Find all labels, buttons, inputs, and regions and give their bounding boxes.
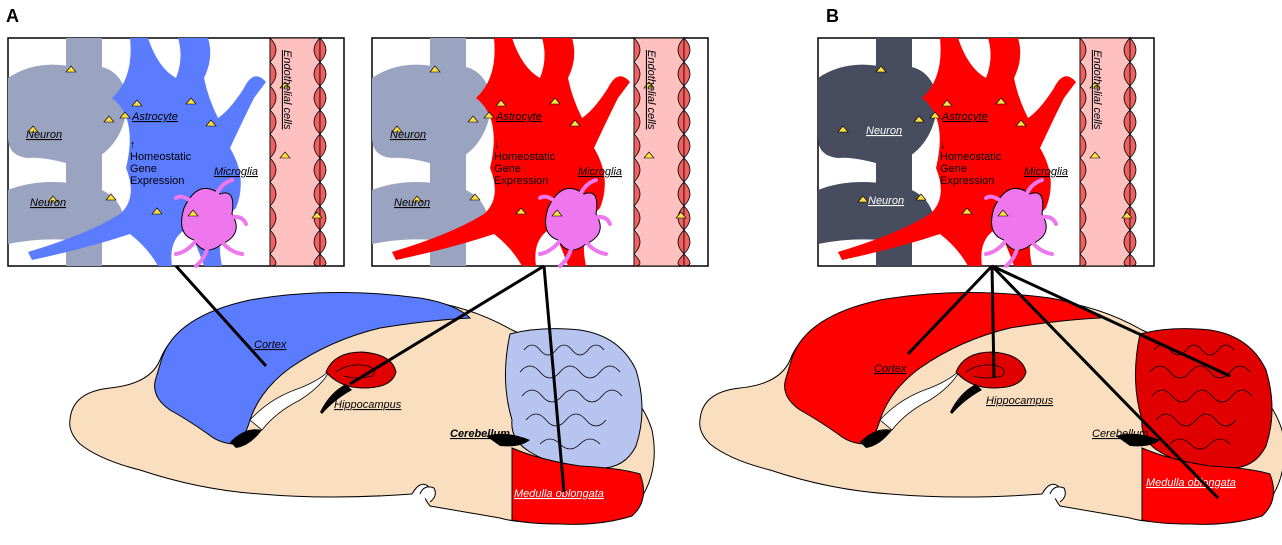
label-astrocyte: Astrocyte [495, 111, 542, 123]
label-expression-3: Expression [130, 175, 184, 187]
label-endothelial: Endothelial cells [281, 50, 293, 130]
label-medulla: Medulla oblongata [514, 488, 604, 500]
label-microglia: Microglia [1024, 166, 1068, 178]
label-microglia: Microglia [214, 166, 258, 178]
label-medulla: Medulla oblongata [1146, 477, 1236, 489]
label-astrocyte: Astrocyte [941, 111, 988, 123]
label-neuron-top: Neuron [866, 125, 902, 137]
label-neuron-bottom: Neuron [394, 197, 430, 209]
label-endothelial: Endothelial cells [645, 50, 657, 130]
label-cortex: Cortex [254, 339, 287, 351]
brain-b: Cortex Hippocampus Cerebellum Medulla ob… [700, 292, 1282, 524]
inset-a1: Neuron Neuron Astrocyte ↑ Homeostatic Ge… [8, 38, 344, 266]
label-expression-arrow: ↑ [130, 139, 136, 151]
label-neuron-bottom: Neuron [868, 195, 904, 207]
label-endothelial: Endothelial cells [1091, 50, 1103, 130]
label-microglia: Microglia [578, 166, 622, 178]
label-hippocampus: Hippocampus [334, 399, 402, 411]
endothelial-strip [1080, 38, 1130, 266]
inset-a2: Neuron Neuron Astrocyte ↓ Homeostatic Ge… [372, 38, 708, 266]
label-hippocampus: Hippocampus [986, 395, 1054, 407]
label-expression-1: Homeostatic [494, 151, 556, 163]
panel-letter-a: A [6, 6, 19, 26]
label-expression-arrow: ↓ [940, 139, 946, 151]
brain-a: Cortex Hippocampus Cerebellum Medulla ob… [70, 292, 655, 524]
label-cerebellum: Cerebellum [450, 428, 510, 440]
label-neuron-top: Neuron [390, 129, 426, 141]
label-expression-1: Homeostatic [940, 151, 1002, 163]
label-expression-2: Gene [940, 163, 967, 175]
label-neuron-top: Neuron [26, 129, 62, 141]
panel-letter-b: B [826, 6, 839, 26]
endothelial-strip [270, 38, 320, 266]
label-expression-3: Expression [940, 175, 994, 187]
label-expression-2: Gene [494, 163, 521, 175]
endothelial-strip [634, 38, 684, 266]
label-expression-1: Homeostatic [130, 151, 192, 163]
label-expression-arrow: ↓ [494, 139, 500, 151]
label-cortex: Cortex [874, 363, 907, 375]
label-astrocyte: Astrocyte [131, 111, 178, 123]
label-expression-3: Expression [494, 175, 548, 187]
label-cerebellum: Cerebellum [1092, 428, 1148, 440]
label-expression-2: Gene [130, 163, 157, 175]
label-neuron-bottom: Neuron [30, 197, 66, 209]
inset-b1: Neuron Neuron Astrocyte ↓ Homeostatic Ge… [818, 38, 1154, 266]
